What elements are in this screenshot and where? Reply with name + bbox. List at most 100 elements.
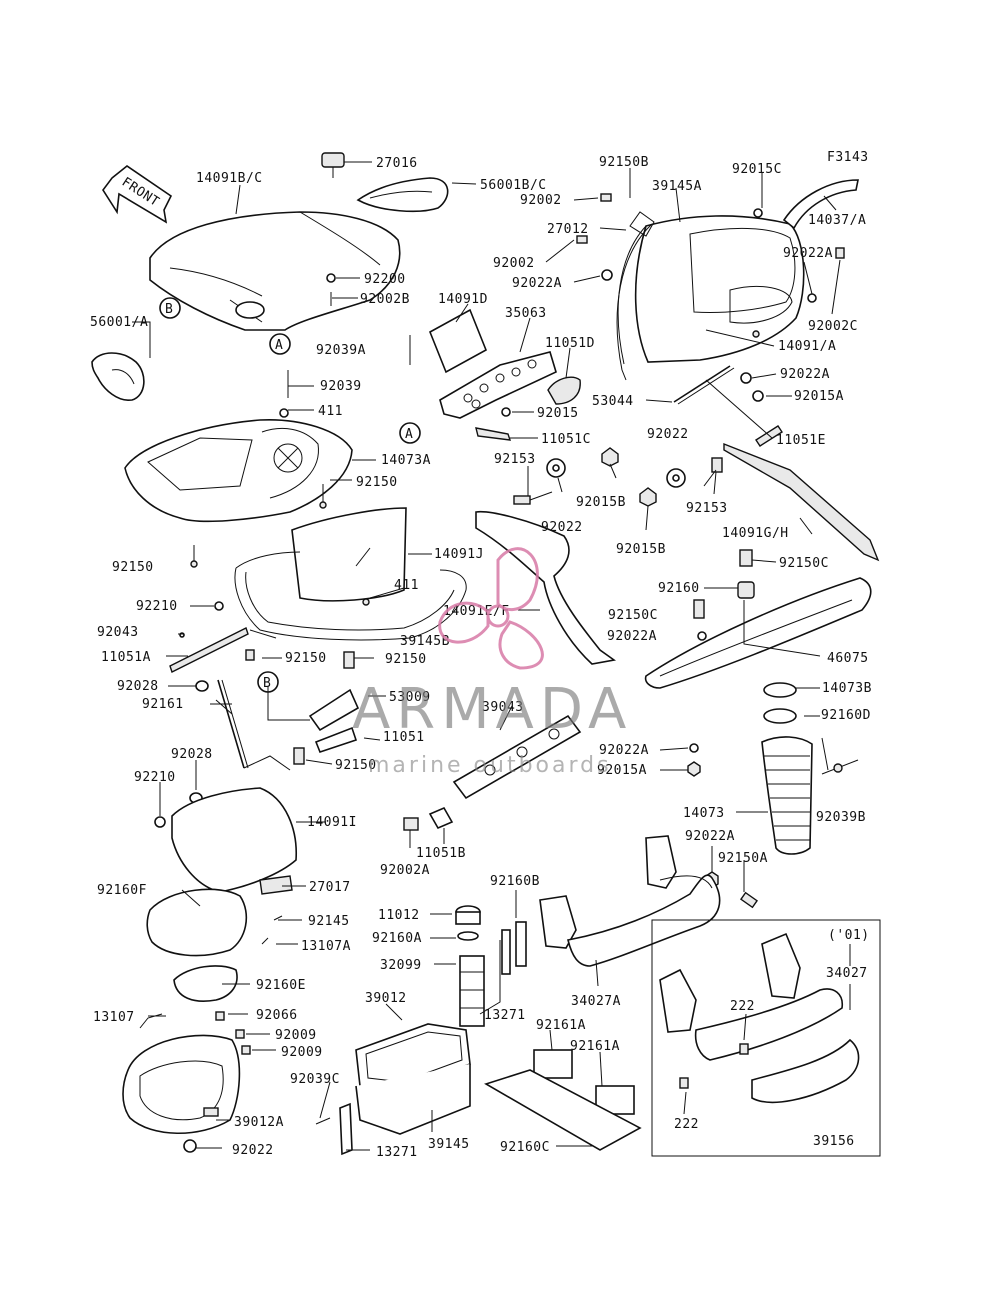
ref-circle-b-1: B [159, 297, 181, 319]
middle-hardware-drawing [475, 442, 880, 665]
hatch-strut-drawing [154, 601, 360, 895]
part-label: 14037/A [808, 213, 866, 228]
part-label: 92022 [647, 427, 689, 442]
part-label: 34027 [826, 966, 868, 981]
part-label: 92161 [142, 697, 184, 712]
part-label: 92039 [320, 379, 362, 394]
part-label: 411 [394, 578, 419, 593]
part-label: 14091I [307, 815, 357, 830]
part-label: 92160B [490, 874, 540, 889]
part-label: 92160E [256, 978, 306, 993]
watermark-logo: ARMADA marine outboards [352, 547, 632, 778]
part-label: 92160C [500, 1140, 550, 1155]
part-label: 11051A [101, 650, 151, 665]
part-label: 92009 [275, 1028, 317, 1043]
part-label: 92210 [136, 599, 178, 614]
part-label: 39012 [365, 991, 407, 1006]
rear-handle-drawing [539, 835, 881, 1157]
part-label: 92160D [821, 708, 871, 723]
part-label: 14091/A [778, 339, 836, 354]
svg-text:B: B [263, 676, 271, 691]
part-label: 92145 [308, 914, 350, 929]
part-label: 92160F [97, 883, 147, 898]
part-label: 14073 [683, 806, 725, 821]
part-label: 39156 [813, 1134, 855, 1149]
part-label: 92150 [385, 652, 427, 667]
part-label: 92150C [608, 608, 658, 623]
part-label: 13271 [484, 1008, 526, 1023]
part-label: 13107 [93, 1010, 135, 1025]
part-label: 14073B [822, 681, 872, 696]
support-bar-drawing [403, 714, 582, 831]
part-label: 11051C [541, 432, 591, 447]
part-label: 39043 [482, 700, 524, 715]
part-label: 14073A [381, 453, 431, 468]
part-label: 11051E [776, 433, 826, 448]
watermark-brand: ARMADA [352, 677, 632, 742]
part-label: 11051 [383, 730, 425, 745]
part-label: 56001B/C [480, 178, 547, 193]
part-label: 92002 [493, 256, 535, 271]
figure-code: F3143 [827, 150, 869, 165]
storage-bin-drawing [576, 179, 859, 447]
part-label: 34027A [571, 994, 621, 1009]
part-label: 92028 [171, 747, 213, 762]
front-arrow-icon: FRONT [102, 165, 173, 224]
part-label: 13271 [376, 1145, 418, 1160]
part-label: 92015 [537, 406, 579, 421]
part-label: 92150B [599, 155, 649, 170]
part-label: 92153 [686, 501, 728, 516]
part-label: 92150C [779, 556, 829, 571]
part-label: 92039A [316, 343, 366, 358]
part-label: 92002 [520, 193, 562, 208]
ref-circle-a-1: A [269, 333, 291, 355]
part-label: 92043 [97, 625, 139, 640]
part-label: 92150A [718, 851, 768, 866]
part-label: 222 [674, 1117, 699, 1132]
part-label: 92022A [685, 829, 735, 844]
part-label: 92002B [360, 292, 410, 307]
part-label: 411 [318, 404, 343, 419]
part-label: 92022 [541, 520, 583, 535]
part-label: 11012 [378, 908, 420, 923]
part-label: 92015A [794, 389, 844, 404]
part-label: 92161A [536, 1018, 586, 1033]
part-label: 92022A [512, 276, 562, 291]
part-label: 92022A [783, 246, 833, 261]
part-label: 92022 [232, 1143, 274, 1158]
part-label: 92150 [285, 651, 327, 666]
part-label: 92009 [281, 1045, 323, 1060]
part-label: 13107A [301, 939, 351, 954]
leader-lines [132, 161, 851, 1151]
part-label: 92161A [570, 1039, 620, 1054]
ref-circle-a-2: A [399, 422, 421, 444]
grab-handle-drawing [644, 549, 872, 909]
part-label: 92015B [616, 542, 666, 557]
part-label: 222 [730, 999, 755, 1014]
part-labels: F3143 27016 14091B/C 56001B/C 92200 9200… [90, 150, 872, 1160]
part-label: 92022A [607, 629, 657, 644]
part-label: 92200 [364, 272, 406, 287]
year-box-label: ('01) [828, 928, 870, 943]
part-label: 92210 [134, 770, 176, 785]
part-label: 92002A [380, 863, 430, 878]
part-label: 92022A [599, 743, 649, 758]
part-label: 92015B [576, 495, 626, 510]
part-label: 11051B [416, 846, 466, 861]
part-label: 92028 [117, 679, 159, 694]
part-label: 92039C [290, 1072, 340, 1087]
part-label: 92015C [732, 162, 782, 177]
part-label: 92066 [256, 1008, 298, 1023]
part-label: 27017 [309, 880, 351, 895]
part-label: 92150 [356, 475, 398, 490]
part-label: 14091G/H [722, 526, 789, 541]
part-label: 56001/A [90, 315, 148, 330]
storage-container-drawing [315, 905, 642, 1156]
part-label: 46075 [827, 651, 869, 666]
part-label: 39145A [652, 179, 702, 194]
part-label: 32099 [380, 958, 422, 973]
lower-left-parts-drawing [122, 888, 283, 1153]
part-label: 53044 [592, 394, 634, 409]
part-label: 39012A [234, 1115, 284, 1130]
